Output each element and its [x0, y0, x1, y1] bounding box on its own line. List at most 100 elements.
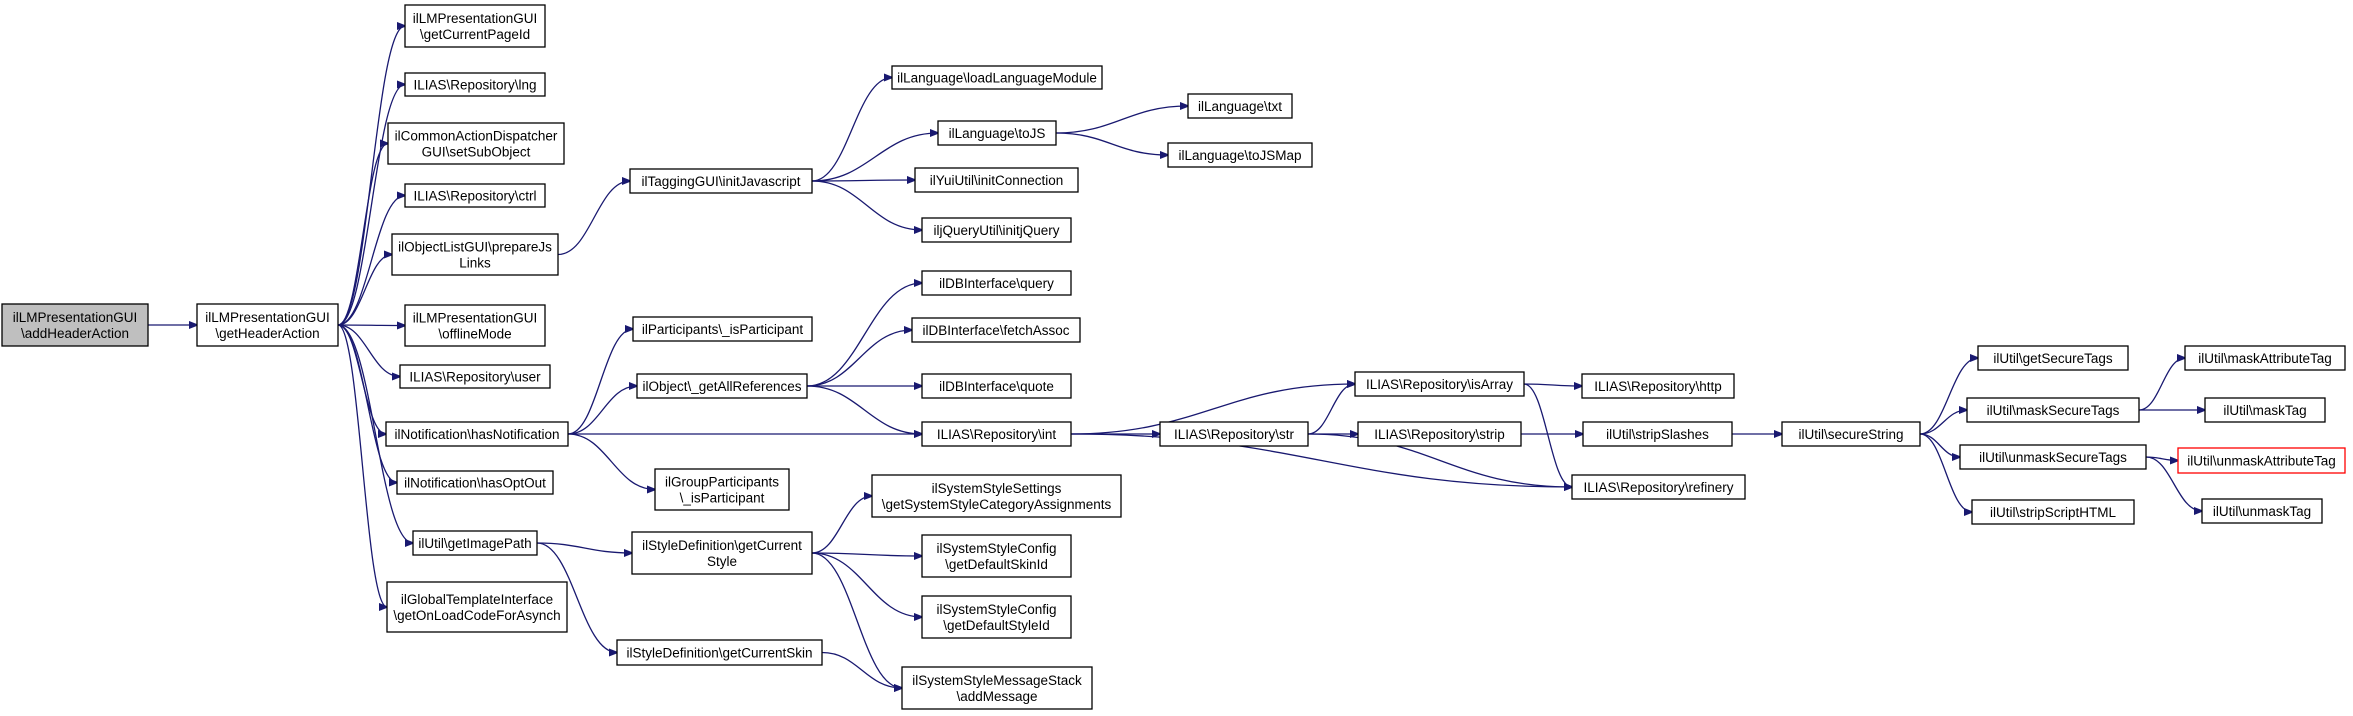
node-label: ilDBInterface\quote [939, 379, 1054, 394]
node-box [2177, 447, 2346, 474]
node-label: ilLMPresentationGUI [13, 310, 138, 325]
call-edge [2138, 358, 2185, 411]
node-box [412, 530, 538, 556]
graph-node[interactable]: ilLMPresentationGUI\getHeaderAction [196, 303, 339, 347]
call-edge [2145, 456, 2202, 511]
node-box [1977, 345, 2129, 371]
node-label: ilNotification\hasOptOut [404, 476, 546, 491]
graph-node[interactable]: ilLanguage\toJSMap [1167, 142, 1313, 168]
node-box [1, 303, 149, 347]
node-box [937, 120, 1057, 146]
graph-node[interactable]: ilUtil\secureString [1781, 421, 1921, 447]
graph-node[interactable]: ILIAS\Repository\int [921, 421, 1072, 447]
node-box [1159, 421, 1309, 447]
graph-node[interactable]: ILIAS\Repository\lng [404, 72, 546, 97]
graph-node[interactable]: ilLanguage\txt [1187, 93, 1293, 119]
graph-node[interactable]: ilLanguage\toJS [937, 120, 1057, 146]
graph-node[interactable]: ilLMPresentationGUI\offlineMode [404, 304, 546, 347]
node-label: ilNotification\hasNotification [394, 427, 559, 442]
graph-node[interactable]: ilDBInterface\query [921, 270, 1072, 296]
graph-node[interactable]: ilDBInterface\fetchAssoc [911, 317, 1081, 343]
node-label: ilUtil\getImagePath [418, 536, 531, 551]
graph-node[interactable]: ilUtil\unmaskTag [2201, 498, 2323, 524]
node-label: ILIAS\Repository\ctrl [413, 189, 536, 204]
graph-node[interactable]: ilUtil\maskSecureTags [1966, 397, 2140, 423]
node-label: ilTaggingGUI\initJavascript [641, 174, 800, 189]
graph-node[interactable]: ilSystemStyleConfig\getDefaultStyleId [921, 595, 1072, 639]
graph-node[interactable]: ilUtil\unmaskAttributeTag [2177, 447, 2346, 474]
node-box [911, 317, 1081, 343]
node-box [891, 65, 1103, 90]
node-label: \getDefaultStyleId [943, 618, 1050, 633]
graph-node[interactable]: ILIAS\Repository\refinery [1571, 474, 1746, 500]
graph-node[interactable]: ilTaggingGUI\initJavascript [629, 168, 813, 194]
graph-node[interactable]: ilGlobalTemplateInterface\getOnLoadCodeF… [386, 581, 568, 633]
call-edge [337, 324, 400, 377]
graph-node[interactable]: ilDBInterface\quote [921, 373, 1072, 399]
call-edge [806, 330, 912, 387]
graph-node[interactable]: ilStyleDefinition\getCurrentSkin [616, 639, 823, 666]
graph-node[interactable]: ILIAS\Repository\str [1159, 421, 1309, 447]
graph-node[interactable]: ilNotification\hasOptOut [396, 470, 554, 495]
call-edge [557, 181, 630, 256]
node-label: ilUtil\unmaskSecureTags [1979, 450, 2127, 465]
call-edge [811, 552, 922, 617]
node-label: ilSystemStyleConfig [936, 541, 1056, 556]
node-label: ilUtil\stripScriptHTML [1990, 505, 2117, 520]
node-label: ILIAS\Repository\http [1594, 379, 1722, 394]
graph-node[interactable]: ILIAS\Repository\ctrl [404, 183, 546, 208]
graph-node[interactable]: ilLMPresentationGUI\addHeaderAction [1, 303, 149, 347]
call-edge [337, 324, 413, 543]
node-box [387, 122, 565, 165]
node-box [391, 233, 559, 276]
node-box [404, 304, 546, 347]
node-box [921, 534, 1072, 578]
graph-node[interactable]: ilSystemStyleMessageStack\addMessage [901, 666, 1093, 710]
graph-node[interactable]: ilYuiUtil\initConnection [914, 167, 1079, 193]
call-edge [811, 180, 915, 181]
graph-node[interactable]: ILIAS\Repository\http [1581, 373, 1735, 399]
nodes-layer: ilLMPresentationGUI\addHeaderActionilLMP… [1, 4, 2346, 710]
graph-node[interactable]: ilLanguage\loadLanguageModule [891, 65, 1103, 90]
node-label: ilLMPresentationGUI [413, 311, 538, 326]
graph-node[interactable]: ilUtil\unmaskSecureTags [1959, 444, 2147, 470]
node-box [386, 581, 568, 633]
node-box [921, 595, 1072, 639]
node-label: ilSystemStyleMessageStack [912, 673, 1082, 688]
node-label: ilYuiUtil\initConnection [930, 173, 1064, 188]
node-label: ilLanguage\toJS [949, 126, 1046, 141]
graph-node[interactable]: ilUtil\getImagePath [412, 530, 538, 556]
graph-node[interactable]: ilSystemStyleSettings\getSystemStyleCate… [871, 474, 1122, 518]
graph-node[interactable]: ilLMPresentationGUI\getCurrentPageId [404, 4, 546, 48]
node-label: ilDBInterface\fetchAssoc [922, 323, 1069, 338]
call-edge [1055, 106, 1188, 134]
graph-node[interactable]: ILIAS\Repository\strip [1357, 421, 1522, 447]
graph-node[interactable]: ilUtil\stripSlashes [1582, 421, 1733, 447]
node-box [396, 470, 554, 495]
graph-node[interactable]: iljQueryUtil\initjQuery [921, 217, 1072, 243]
node-label: ilObject\_getAllReferences [642, 379, 801, 394]
call-edge [567, 433, 655, 490]
graph-node[interactable]: ILIAS\Repository\isArray [1354, 371, 1525, 397]
call-edge [811, 553, 922, 556]
graph-node[interactable]: ilSystemStyleConfig\getDefaultSkinId [921, 534, 1072, 578]
graph-node[interactable]: ilUtil\getSecureTags [1977, 345, 2129, 371]
graph-node[interactable]: ilUtil\maskAttributeTag [2184, 345, 2346, 371]
call-edge [1307, 384, 1355, 435]
node-label: ilParticipants\_isParticipant [642, 322, 804, 337]
call-edge [337, 325, 405, 326]
graph-node[interactable]: ILIAS\Repository\user [399, 364, 551, 389]
graph-node[interactable]: ilObject\_getAllReferences [636, 373, 808, 399]
graph-node[interactable]: ilNotification\hasNotification [385, 421, 569, 447]
graph-node[interactable]: ilParticipants\_isParticipant [632, 316, 813, 342]
graph-node[interactable]: ilGroupParticipants\_isParticipant [654, 468, 790, 511]
node-label: ilGlobalTemplateInterface [401, 592, 553, 607]
node-label: \getDefaultSkinId [945, 557, 1048, 572]
graph-node[interactable]: ilUtil\maskTag [2204, 397, 2326, 423]
graph-node[interactable]: ilUtil\stripScriptHTML [1971, 499, 2135, 525]
node-box [654, 468, 790, 511]
